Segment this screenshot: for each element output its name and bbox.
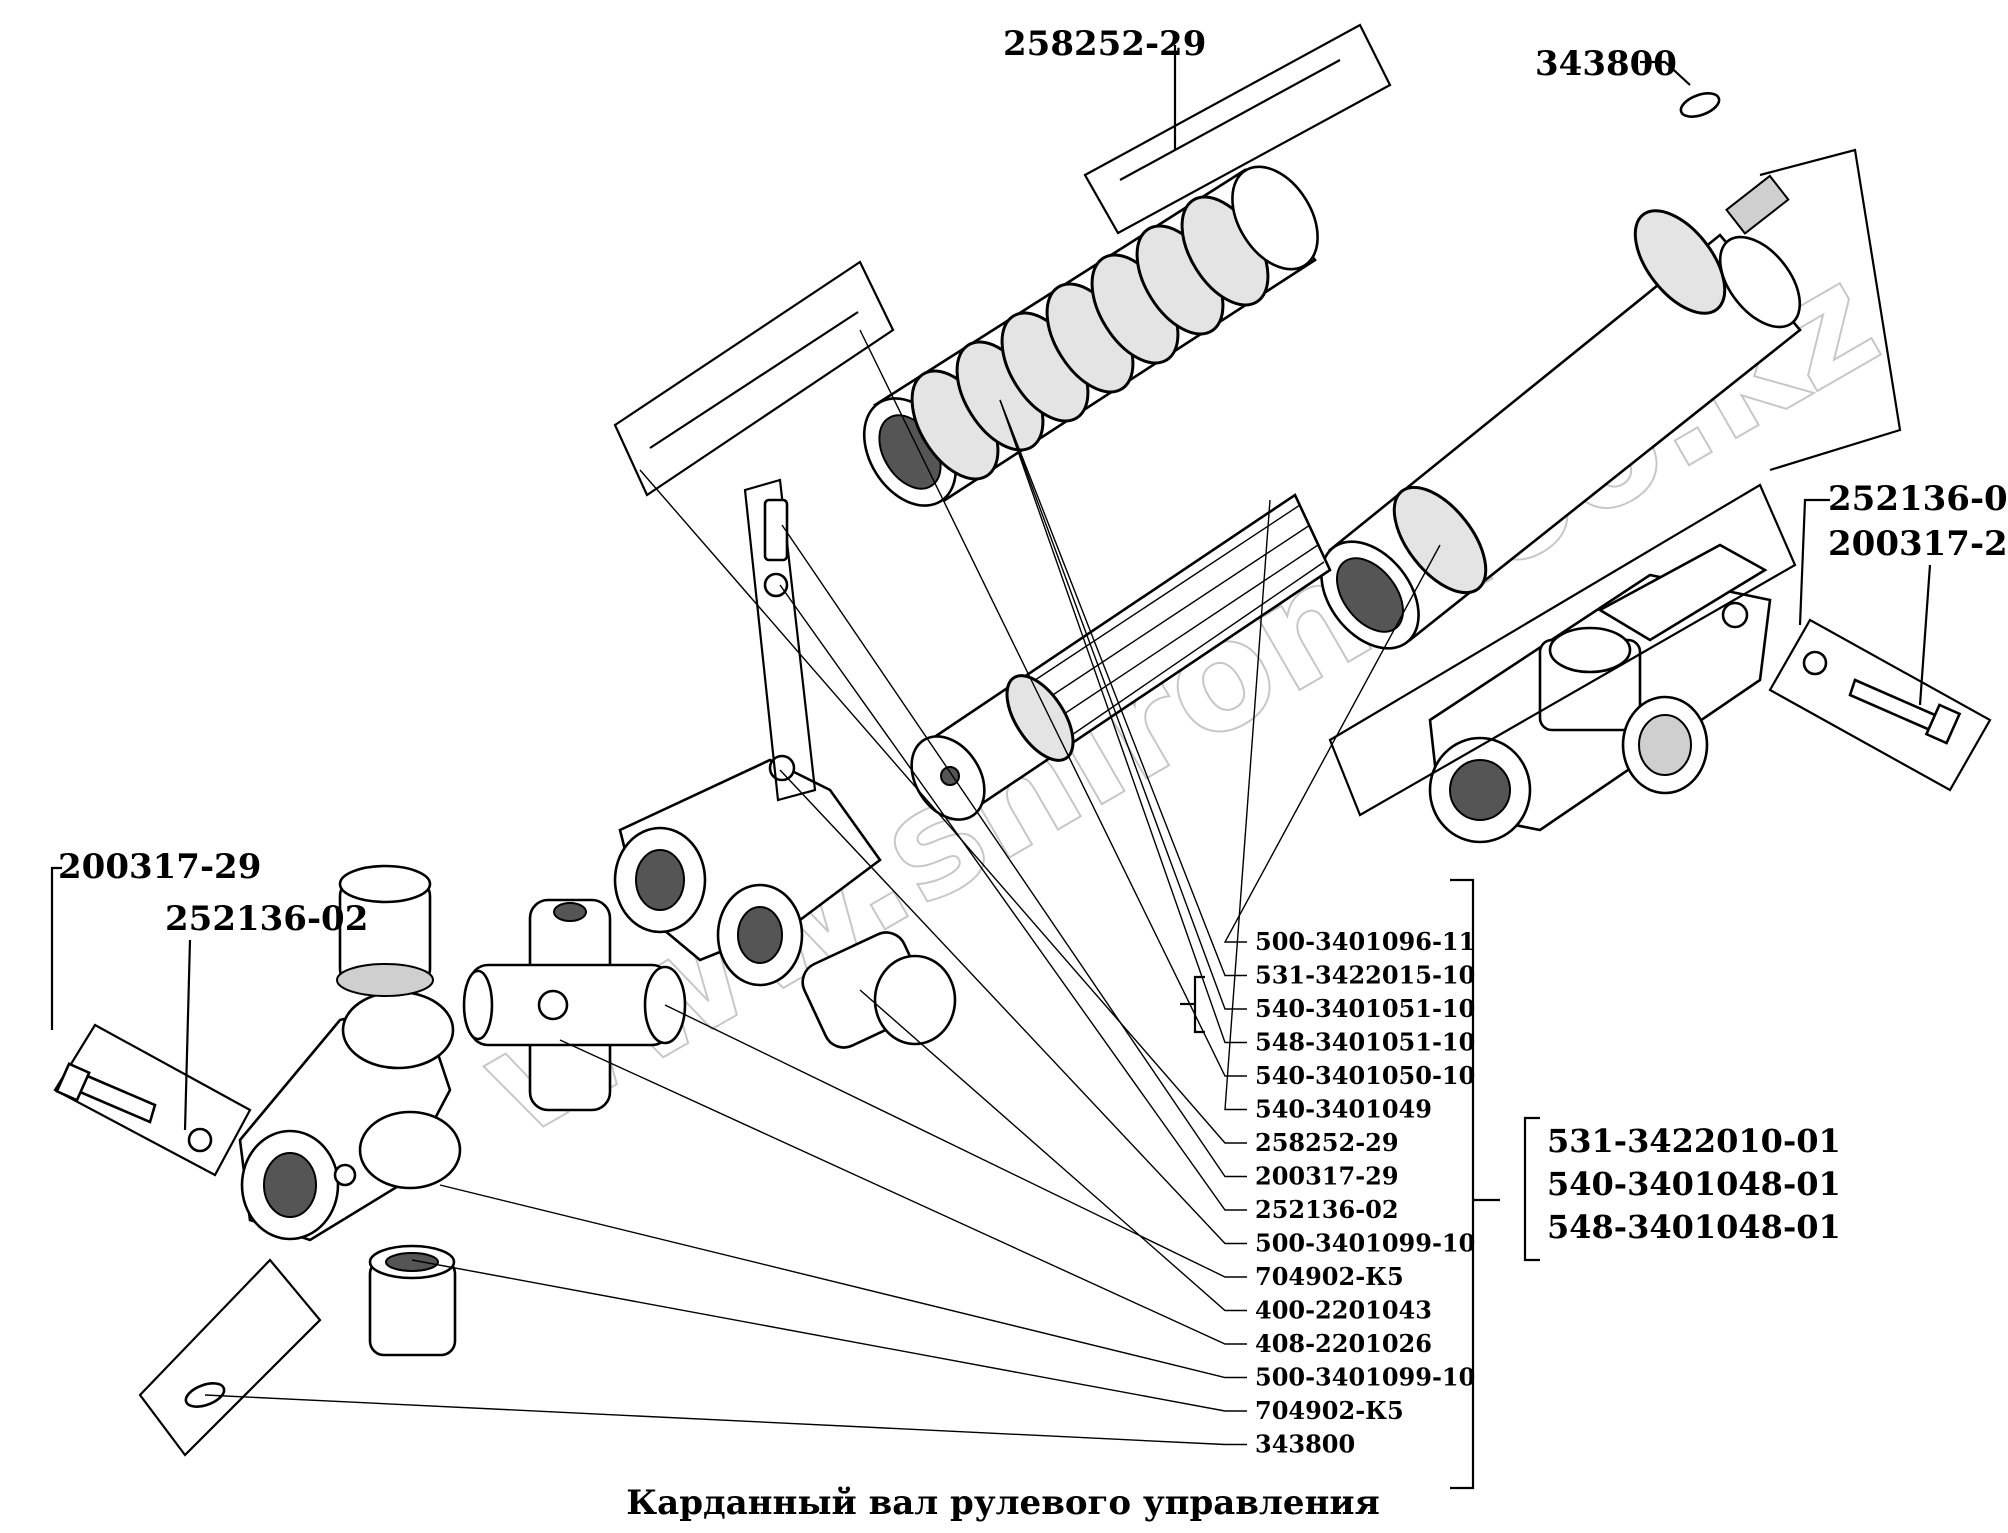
parts-list-item: 408-2201026	[1255, 1329, 1432, 1358]
leader-lines	[204, 329, 1441, 1446]
pin-lower	[649, 311, 859, 449]
right-bolt	[1848, 678, 1962, 745]
callout-right-washer: 252136-02	[1828, 479, 2008, 519]
parts-list-item: 500-3401099-10	[1255, 1363, 1475, 1392]
bearing-cap-middle	[801, 931, 957, 1049]
parts-list-item: 540-3401049	[1255, 1095, 1432, 1124]
callout-labels: 258252-29 343800 252136-02 200317-29 200…	[50, 24, 2008, 1131]
right-washer	[1802, 650, 1828, 676]
bearing-cup-lower-left	[368, 1244, 457, 1357]
bolt-detail-middle	[743, 478, 817, 802]
callout-left-bolt: 200317-29	[58, 847, 261, 887]
leader-line	[781, 524, 1247, 1178]
parts-list-item: 548-3401051-10	[1255, 1028, 1475, 1057]
leader-line	[999, 399, 1247, 1044]
leader-line	[779, 584, 1247, 1211]
spider-cross	[462, 898, 687, 1112]
leader-line	[779, 769, 1247, 1245]
leader-line	[1224, 499, 1271, 1111]
tube-shaft	[1320, 174, 1802, 650]
parts-list-item: 540-3401050-10	[1255, 1061, 1475, 1090]
parts-list: 500-3401096-11 531-3422015-10 540-3401051-…	[1255, 927, 1475, 1459]
callout-top-right-key: 343800	[1535, 44, 1677, 84]
yoke-left	[238, 990, 462, 1242]
splined-shaft	[910, 493, 1332, 821]
parts-list-item: 252136-02	[1255, 1195, 1399, 1224]
leader-line	[999, 399, 1247, 1010]
leader-line	[859, 329, 1247, 1077]
parts-list-item: 200317-29	[1255, 1162, 1399, 1191]
parts-bracket	[1180, 878, 1540, 1490]
leader-line	[439, 1184, 1247, 1379]
leader-line	[204, 1394, 1247, 1446]
leader-line	[859, 989, 1247, 1312]
parts-list-item: 704902-К5	[1255, 1396, 1404, 1425]
parts-list-item: 500-3401096-11	[1255, 927, 1475, 956]
pin-detail-box-lower	[613, 260, 895, 497]
parts-list-item: 500-3401099-10	[1255, 1229, 1475, 1258]
left-bolt-assembly	[53, 1023, 252, 1177]
parts-list-item: 258252-29	[1255, 1128, 1399, 1157]
callout-right-bolt: 200317-29	[1828, 524, 2008, 564]
boot-body	[862, 165, 1319, 507]
parts-list-item: 531-3422015-10	[1255, 961, 1475, 990]
parts-list-item: 400-2201043	[1255, 1296, 1432, 1325]
leader-line	[999, 399, 1247, 977]
assembly-number: 531-3422010-01	[1547, 1122, 1841, 1160]
leader-line	[1223, 544, 1441, 943]
pin-upper	[1119, 59, 1341, 181]
right-bolt-box	[1768, 618, 1992, 792]
callout-top-boot: 258252-29	[1003, 24, 1206, 64]
leader-line	[559, 1039, 1247, 1345]
callout-left-washer: 252136-02	[165, 899, 368, 939]
boot-group	[613, 23, 1392, 507]
leader-line	[639, 469, 1247, 1144]
assembly-number: 540-3401048-01	[1547, 1165, 1841, 1203]
joint-right	[1328, 483, 1992, 844]
leader-line	[411, 1259, 1247, 1412]
leader-line	[664, 1004, 1247, 1278]
yoke-middle	[613, 754, 882, 987]
parts-list-item: 343800	[1255, 1430, 1355, 1459]
assembly-number: 548-3401048-01	[1547, 1208, 1841, 1246]
parts-list-item: 704902-К5	[1255, 1262, 1404, 1291]
parts-list-item: 540-3401051-10	[1255, 994, 1475, 1023]
assembly-numbers: 531-3422010-01 540-3401048-01 548-3401048-…	[1547, 1122, 1841, 1246]
pin-detail-box-upper	[1083, 23, 1392, 235]
diagram-caption: Карданный вал рулевого управления	[626, 1483, 1380, 1523]
key-bottom-left	[138, 1258, 322, 1457]
key-top-right	[1640, 60, 1902, 472]
bearing-cup-upper-left	[336, 864, 434, 997]
